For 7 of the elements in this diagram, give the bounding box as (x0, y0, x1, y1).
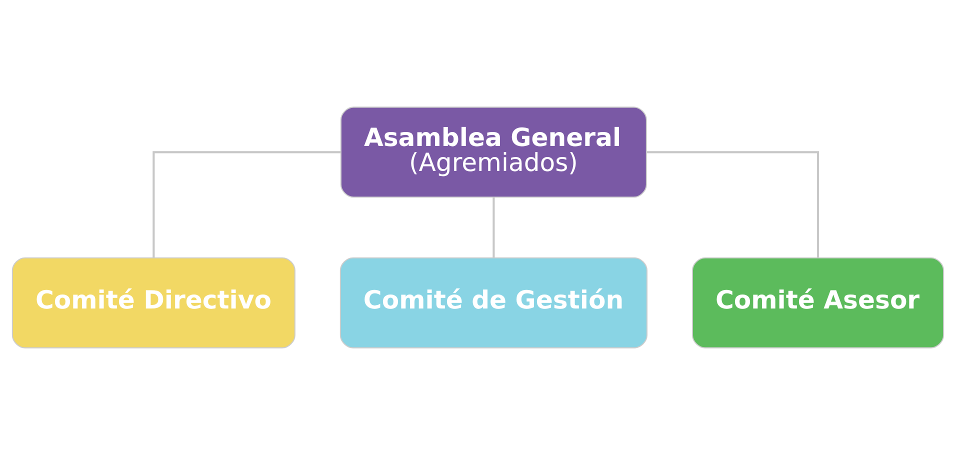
connector (492, 197, 495, 258)
connector (152, 151, 341, 258)
node-box: Comité de Gestión (340, 257, 648, 348)
node-box: Comité Directivo (12, 257, 296, 348)
node-box: Comité Asesor (692, 257, 944, 348)
node-box: Asamblea General (Agremiados) (340, 106, 647, 198)
connector (646, 151, 820, 258)
